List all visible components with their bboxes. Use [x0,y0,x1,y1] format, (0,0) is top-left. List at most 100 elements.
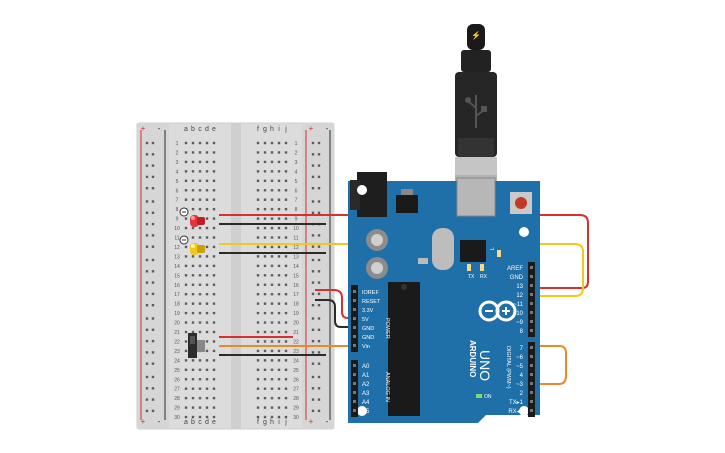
breadboard-hole[interactable] [212,226,216,230]
breadboard-hole[interactable] [256,151,260,154]
breadboard-hole[interactable] [284,311,288,315]
breadboard-hole[interactable] [284,349,288,353]
breadboard-hole[interactable] [263,274,267,277]
breadboard-hole[interactable] [277,170,281,173]
breadboard-hole[interactable] [263,141,267,145]
rail-hole[interactable] [151,292,155,296]
analog-pin[interactable] [353,382,356,385]
breadboard-hole[interactable] [198,255,202,258]
breadboard-hole[interactable] [198,387,202,390]
rail-hole[interactable] [145,351,149,354]
breadboard-hole[interactable] [184,321,188,324]
rail-hole[interactable] [317,387,321,390]
analog-pin[interactable] [353,409,356,412]
breadboard-hole[interactable] [184,406,188,409]
breadboard-hole[interactable] [198,293,202,296]
breadboard-hole[interactable] [284,274,288,277]
breadboard-hole[interactable] [256,349,260,353]
rail-hole[interactable] [145,258,149,262]
breadboard-hole[interactable] [184,359,188,362]
breadboard-hole[interactable] [191,302,195,305]
breadboard-hole[interactable] [198,207,202,211]
breadboard-hole[interactable] [256,198,260,201]
breadboard-hole[interactable] [198,170,202,173]
breadboard-hole[interactable] [284,359,288,362]
breadboard-hole[interactable] [191,311,195,315]
breadboard-hole[interactable] [205,368,209,371]
breadboard-hole[interactable] [198,359,202,362]
breadboard-hole[interactable] [184,378,188,381]
breadboard-hole[interactable] [256,226,260,230]
rail-hole[interactable] [311,317,315,320]
breadboard-hole[interactable] [256,179,260,182]
breadboard-hole[interactable] [284,378,288,381]
breadboard-hole[interactable] [263,396,267,400]
led-yellow[interactable] [179,235,205,255]
breadboard-hole[interactable] [284,236,288,239]
breadboard-hole[interactable] [191,226,195,230]
power-pin[interactable] [353,290,356,293]
rail-hole[interactable] [151,409,155,413]
breadboard-hole[interactable] [205,293,209,296]
breadboard-hole[interactable] [263,321,267,324]
breadboard-hole[interactable] [284,330,288,334]
breadboard-hole[interactable] [263,189,267,192]
breadboard-hole[interactable] [277,160,281,164]
power-pin[interactable] [353,308,356,311]
breadboard-hole[interactable] [191,151,195,154]
breadboard-hole[interactable] [277,189,281,192]
breadboard-hole[interactable] [270,170,274,173]
arduino-board[interactable]: L TX RX ON ARDUINO UNO POWER ANALOG IN D… [348,172,540,423]
breadboard-hole[interactable] [270,368,274,371]
breadboard-hole[interactable] [256,217,260,220]
breadboard-hole[interactable] [205,207,209,211]
breadboard-hole[interactable] [184,160,188,164]
breadboard-hole[interactable] [191,141,195,145]
breadboard-hole[interactable] [191,406,195,409]
rail-hole[interactable] [151,375,155,379]
rail-hole[interactable] [151,339,155,343]
breadboard-hole[interactable] [212,359,216,362]
rail-hole[interactable] [145,141,149,145]
breadboard-hole[interactable] [184,198,188,201]
rail-hole[interactable] [317,351,321,354]
breadboard-hole[interactable] [270,387,274,390]
breadboard-hole[interactable] [205,264,209,268]
analog-pin[interactable] [353,364,356,367]
breadboard-hole[interactable] [191,274,195,277]
breadboard-hole[interactable] [277,283,281,286]
breadboard-hole[interactable] [284,368,288,371]
breadboard-hole[interactable] [284,207,288,211]
breadboard-hole[interactable] [284,396,288,400]
breadboard-hole[interactable] [191,387,195,390]
breadboard-hole[interactable] [184,170,188,173]
digital-pin[interactable] [530,346,533,349]
breadboard-hole[interactable] [270,151,274,154]
breadboard-hole[interactable] [270,236,274,239]
breadboard-hole[interactable] [256,340,260,343]
breadboard-hole[interactable] [212,141,216,145]
breadboard-hole[interactable] [212,311,216,315]
wires[interactable] [219,214,589,385]
breadboard-hole[interactable] [270,207,274,211]
rail-hole[interactable] [151,200,155,203]
breadboard-hole[interactable] [191,415,195,419]
breadboard-holes[interactable] [145,141,321,419]
rail-hole[interactable] [317,175,321,179]
breadboard-hole[interactable] [284,198,288,201]
rail-hole[interactable] [145,187,149,190]
rail-hole[interactable] [317,211,321,214]
breadboard-hole[interactable] [277,245,281,249]
rail-hole[interactable] [311,175,315,179]
rail-hole[interactable] [311,409,315,413]
rail-hole[interactable] [311,234,315,237]
breadboard-hole[interactable] [205,274,209,277]
breadboard-hole[interactable] [277,151,281,154]
digital-pin[interactable] [530,311,533,314]
breadboard-hole[interactable] [270,330,274,334]
breadboard-hole[interactable] [184,189,188,192]
breadboard-hole[interactable] [212,207,216,211]
breadboard-hole[interactable] [270,311,274,315]
breadboard-hole[interactable] [270,245,274,249]
rail-hole[interactable] [311,375,315,379]
